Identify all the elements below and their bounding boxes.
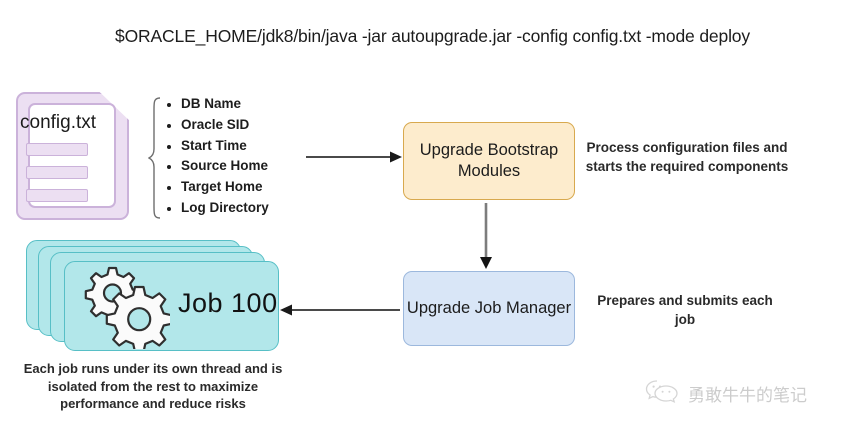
node-upgrade-job-manager[interactable]: Upgrade Job Manager (403, 271, 575, 346)
node-bootstrap-label: Upgrade Bootstrap Modules (419, 141, 559, 180)
config-parameters-list: DB Name Oracle SID Start Time Source Hom… (166, 94, 269, 219)
document-line-1 (26, 143, 88, 156)
list-item: DB Name (166, 94, 269, 115)
list-item: Oracle SID (166, 115, 269, 136)
document-line-3 (26, 189, 88, 202)
curly-brace-icon (147, 97, 162, 219)
arrow-config-to-bootstrap-icon (306, 150, 402, 164)
watermark: 勇敢牛牛的笔记 (645, 378, 807, 409)
gears-icon (78, 263, 173, 353)
config-file-label: config.txt (20, 112, 97, 133)
job-card-stack[interactable]: Job 100 (26, 240, 280, 353)
arrow-jobmanager-to-job-icon (280, 303, 400, 317)
watermark-text: 勇敢牛牛的笔记 (688, 386, 807, 406)
node-jobmanager-description: Prepares and submits each job (597, 293, 773, 327)
job-caption: Each job runs under its own thread and i… (23, 361, 283, 411)
list-item: Source Home (166, 156, 269, 177)
wechat-icon (645, 378, 679, 409)
arrow-bootstrap-to-jobmanager-icon (478, 203, 494, 269)
command-line-text: $ORACLE_HOME/jdk8/bin/java -jar autoupgr… (114, 26, 750, 46)
list-item: Log Directory (166, 198, 269, 219)
node-bootstrap-description: Process configuration files and starts t… (585, 140, 789, 174)
node-jobmanager-label: Upgrade Job Manager (406, 299, 572, 317)
list-item: Start Time (166, 136, 269, 157)
list-item: Target Home (166, 177, 269, 198)
job-label: Job 100 (178, 288, 278, 318)
node-upgrade-bootstrap-modules[interactable]: Upgrade Bootstrap Modules (403, 122, 575, 200)
document-line-2 (26, 166, 88, 179)
